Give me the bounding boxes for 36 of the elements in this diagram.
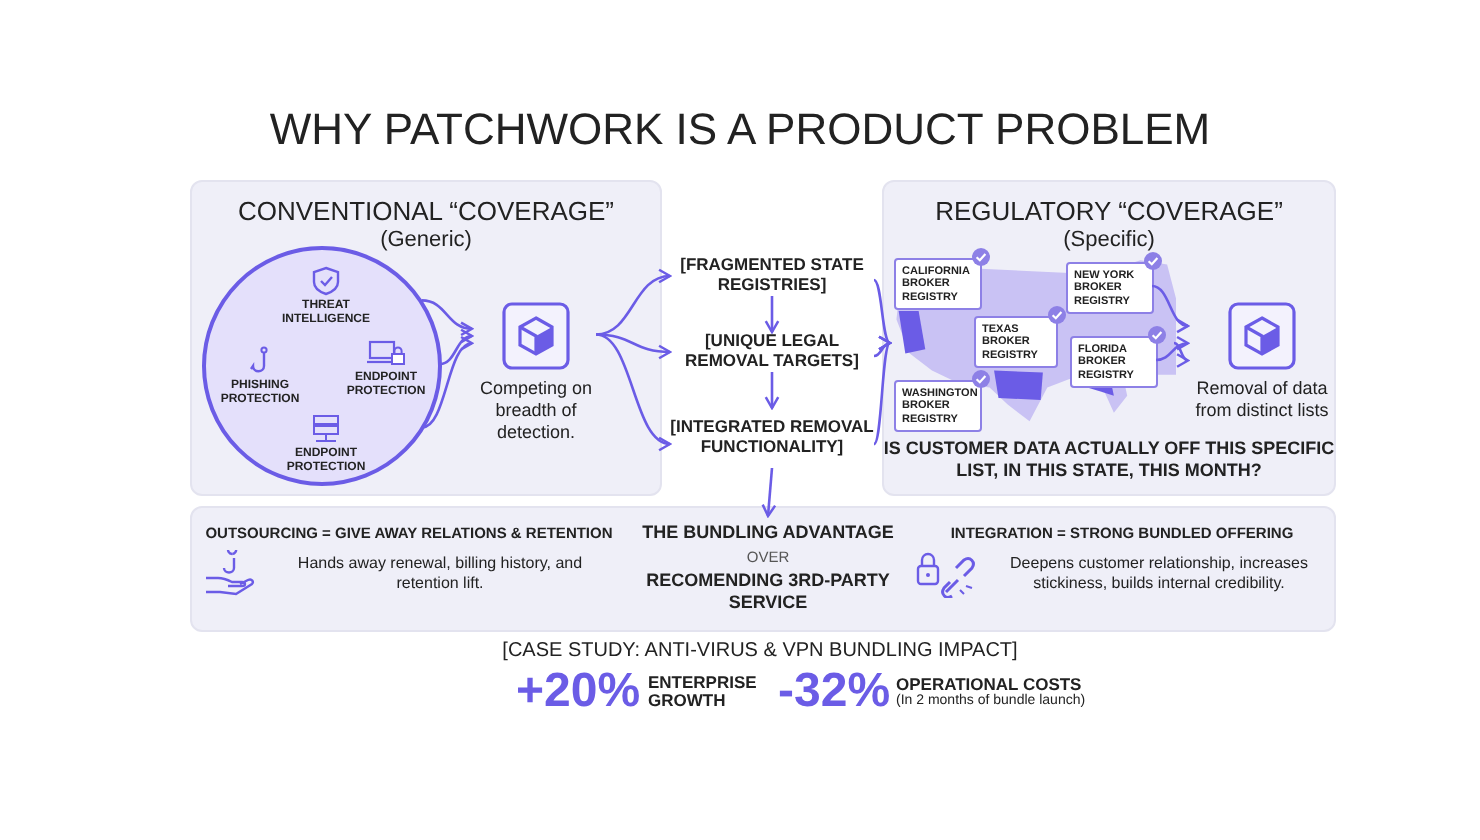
section-body: Deepens customer relationship, increases stickiness, builds internal credibility. bbox=[1008, 554, 1310, 594]
panel bbox=[882, 180, 1336, 496]
bundling-heading: RECOMENDING 3RD-PARTY SERVICE bbox=[644, 570, 892, 614]
arrow bbox=[873, 337, 892, 358]
case-study-heading: [CASE STUDY: ANTI-VIRUS & VPN BUNDLING IMPACT] bbox=[500, 640, 1020, 662]
step-label: [UNIQUE LEGAL REMOVAL TARGETS] bbox=[683, 332, 861, 372]
step-label: [FRAGMENTED STATE REGISTRIES] bbox=[678, 256, 866, 296]
stat-value: +20% bbox=[516, 664, 641, 720]
arrow bbox=[421, 338, 474, 429]
bundling-heading: THE BUNDLING ADVANTAGE bbox=[642, 522, 894, 545]
section-body: Hands away renewal, billing history, and retention lift. bbox=[295, 554, 585, 594]
arrow bbox=[764, 296, 780, 334]
stat-value: -32% bbox=[778, 664, 891, 720]
stat-label: OPERATIONAL COSTS bbox=[896, 674, 1082, 694]
arrow bbox=[873, 279, 892, 345]
panel-subheading: (Specific) bbox=[1061, 228, 1157, 252]
panel-heading: CONVENTIONAL “COVERAGE” bbox=[235, 196, 617, 226]
step-label: [INTEGRATED REMOVAL FUNCTIONALITY] bbox=[670, 418, 874, 458]
arrow bbox=[421, 299, 474, 336]
question-text: IS CUSTOMER DATA ACTUALLY OFF THIS SPECIFIC LIST, IN THIS STATE, THIS MONTH? bbox=[882, 438, 1336, 483]
arrow bbox=[595, 333, 672, 360]
arrow bbox=[1173, 341, 1190, 366]
stat-label: ENTERPRISE GROWTH bbox=[648, 674, 759, 712]
arrow bbox=[1151, 284, 1190, 332]
panel-heading: REGULATORY “COVERAGE” bbox=[933, 196, 1285, 226]
arrow bbox=[1155, 336, 1190, 362]
arrow bbox=[761, 467, 777, 518]
arrow bbox=[764, 372, 780, 410]
icon-caption: Removal of data from distinct lists bbox=[1193, 378, 1331, 422]
panel-subheading: (Generic) bbox=[378, 228, 474, 252]
arrow bbox=[873, 341, 892, 445]
title: WHY PATCHWORK IS A PRODUCT PROBLEM bbox=[267, 104, 1213, 156]
arrow bbox=[439, 330, 474, 366]
icon-caption: Competing on breadth of detection. bbox=[477, 378, 595, 443]
arrow bbox=[595, 333, 672, 449]
panel bbox=[190, 180, 662, 496]
